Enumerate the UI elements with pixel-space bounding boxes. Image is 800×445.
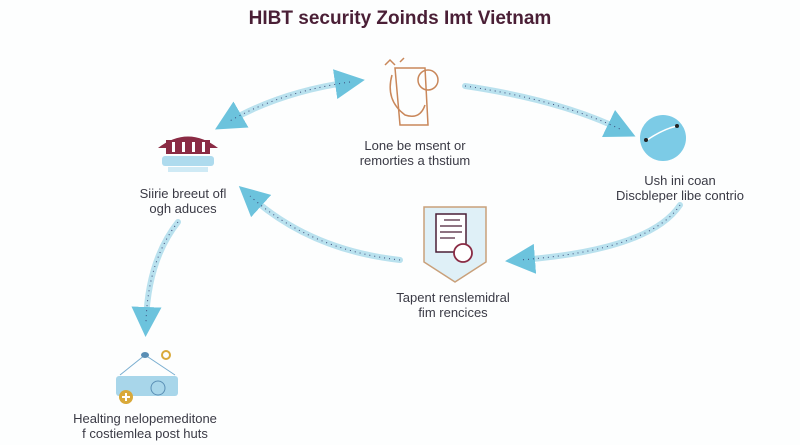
node-left-label: Siirie breeut ofl ogh aduces	[140, 186, 227, 216]
arrow-left-to-bottom	[131, 219, 181, 337]
label-line: Healting nelopemeditone	[73, 411, 217, 426]
diagram-title: HIBT security Zoinds Imt Vietnam	[248, 8, 552, 29]
arrow-right-to-center	[505, 202, 683, 274]
card-device-icon	[116, 350, 178, 404]
arrow-center-to-left	[238, 185, 403, 263]
label-line: f costiemlea post huts	[82, 426, 208, 441]
arrow-top-right	[462, 83, 636, 137]
label-line: ogh aduces	[149, 201, 217, 216]
person-carrying-icon	[384, 57, 439, 126]
shield-document-icon	[423, 206, 487, 283]
node-center-label: Tapent renslemidral fim rencices	[396, 290, 509, 320]
sphere-icon	[640, 115, 686, 161]
label-line: fim rencices	[418, 305, 488, 320]
label-line: Siirie breeut ofl	[139, 186, 227, 201]
node-top-label: Lone be msent or remorties a thstium	[360, 138, 471, 168]
node-bottom-label: Healting nelopemeditone f costiemlea pos…	[73, 411, 217, 441]
label-line: Tapent renslemidral	[396, 290, 510, 305]
label-line: Discbleper libe contrio	[616, 188, 744, 203]
label-line: remorties a thstium	[359, 153, 471, 168]
label-line: Lone be msent or	[364, 138, 466, 153]
arrow-top-left	[215, 69, 365, 130]
node-right-label: Ush ini coan Discbleper libe contrio	[616, 173, 744, 203]
bank-building-icon	[158, 136, 218, 172]
label-line: Ush ini coan	[644, 173, 716, 188]
